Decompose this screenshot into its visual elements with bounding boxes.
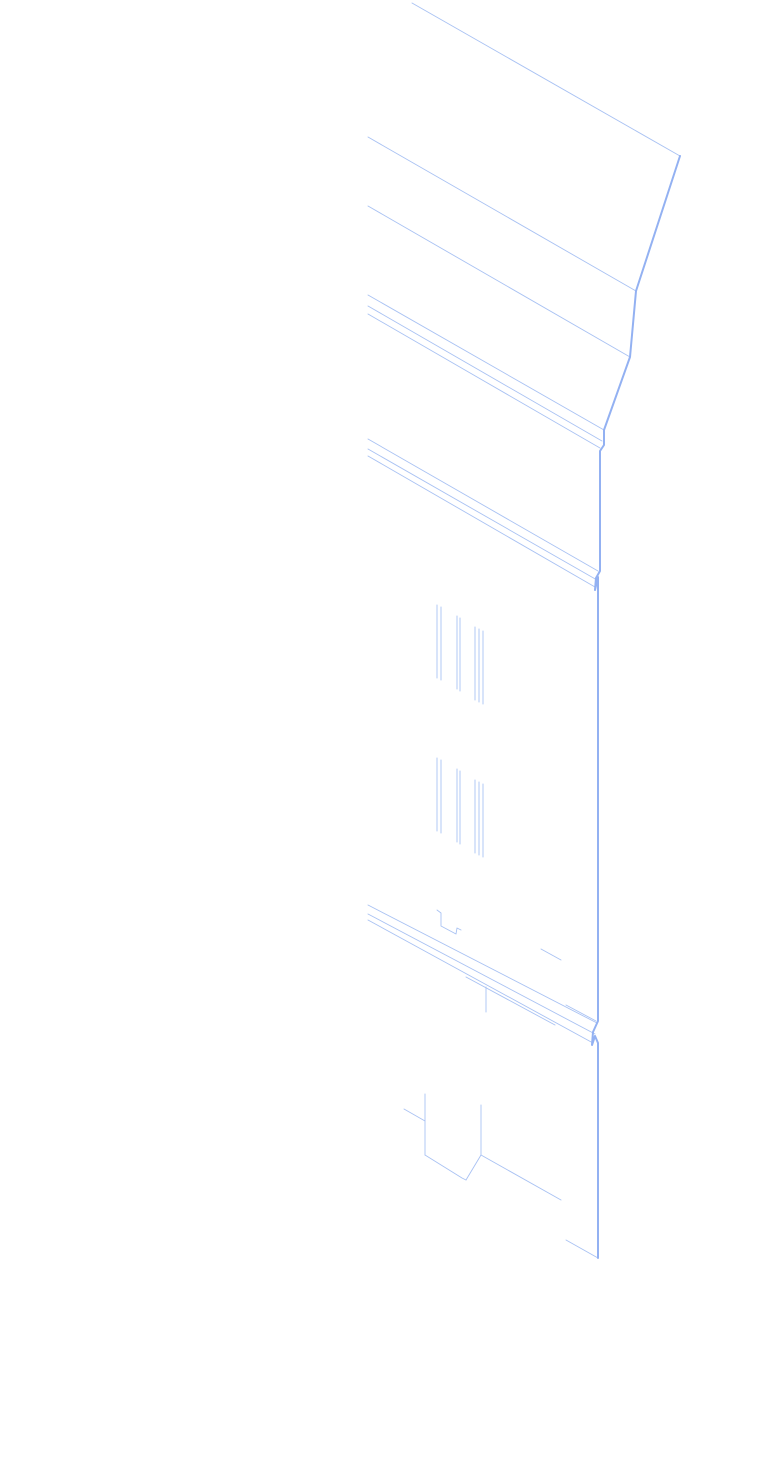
lower-floor-band [367,904,598,1044]
roof-top-edge [411,2,681,157]
upper-band-line-3 [367,455,596,588]
short-tick [540,948,562,961]
lower-band-line-2 [367,913,596,1035]
entrance-detail [403,1093,599,1259]
upper-band-line-2 [367,448,598,581]
right-silhouette [591,155,681,1259]
lower-band-line-3 [367,919,594,1044]
upper-floor-band [367,438,599,588]
roof-lower-edge [367,205,631,358]
step-details [436,909,562,1013]
window-mullions-lower [436,757,484,858]
ground-edge [565,1239,599,1259]
roof-mid-edge [367,136,637,292]
cornice-line-1 [367,294,605,431]
upper-band-line-1 [367,438,599,572]
step-notch [436,909,462,935]
cornice-line-3 [367,313,601,449]
cornice-line-2 [367,305,603,442]
band-offset-line [465,976,556,1026]
entrance-base [424,1154,467,1181]
band-offset-line [565,1004,597,1022]
cornice-band [367,294,605,449]
lower-band-line-1 [367,904,598,1024]
entrance-edge [403,1108,426,1122]
building-outline [591,155,681,1259]
entrance-corner [465,1154,562,1201]
roof-block [367,2,681,358]
window-mullions-upper [436,604,484,705]
